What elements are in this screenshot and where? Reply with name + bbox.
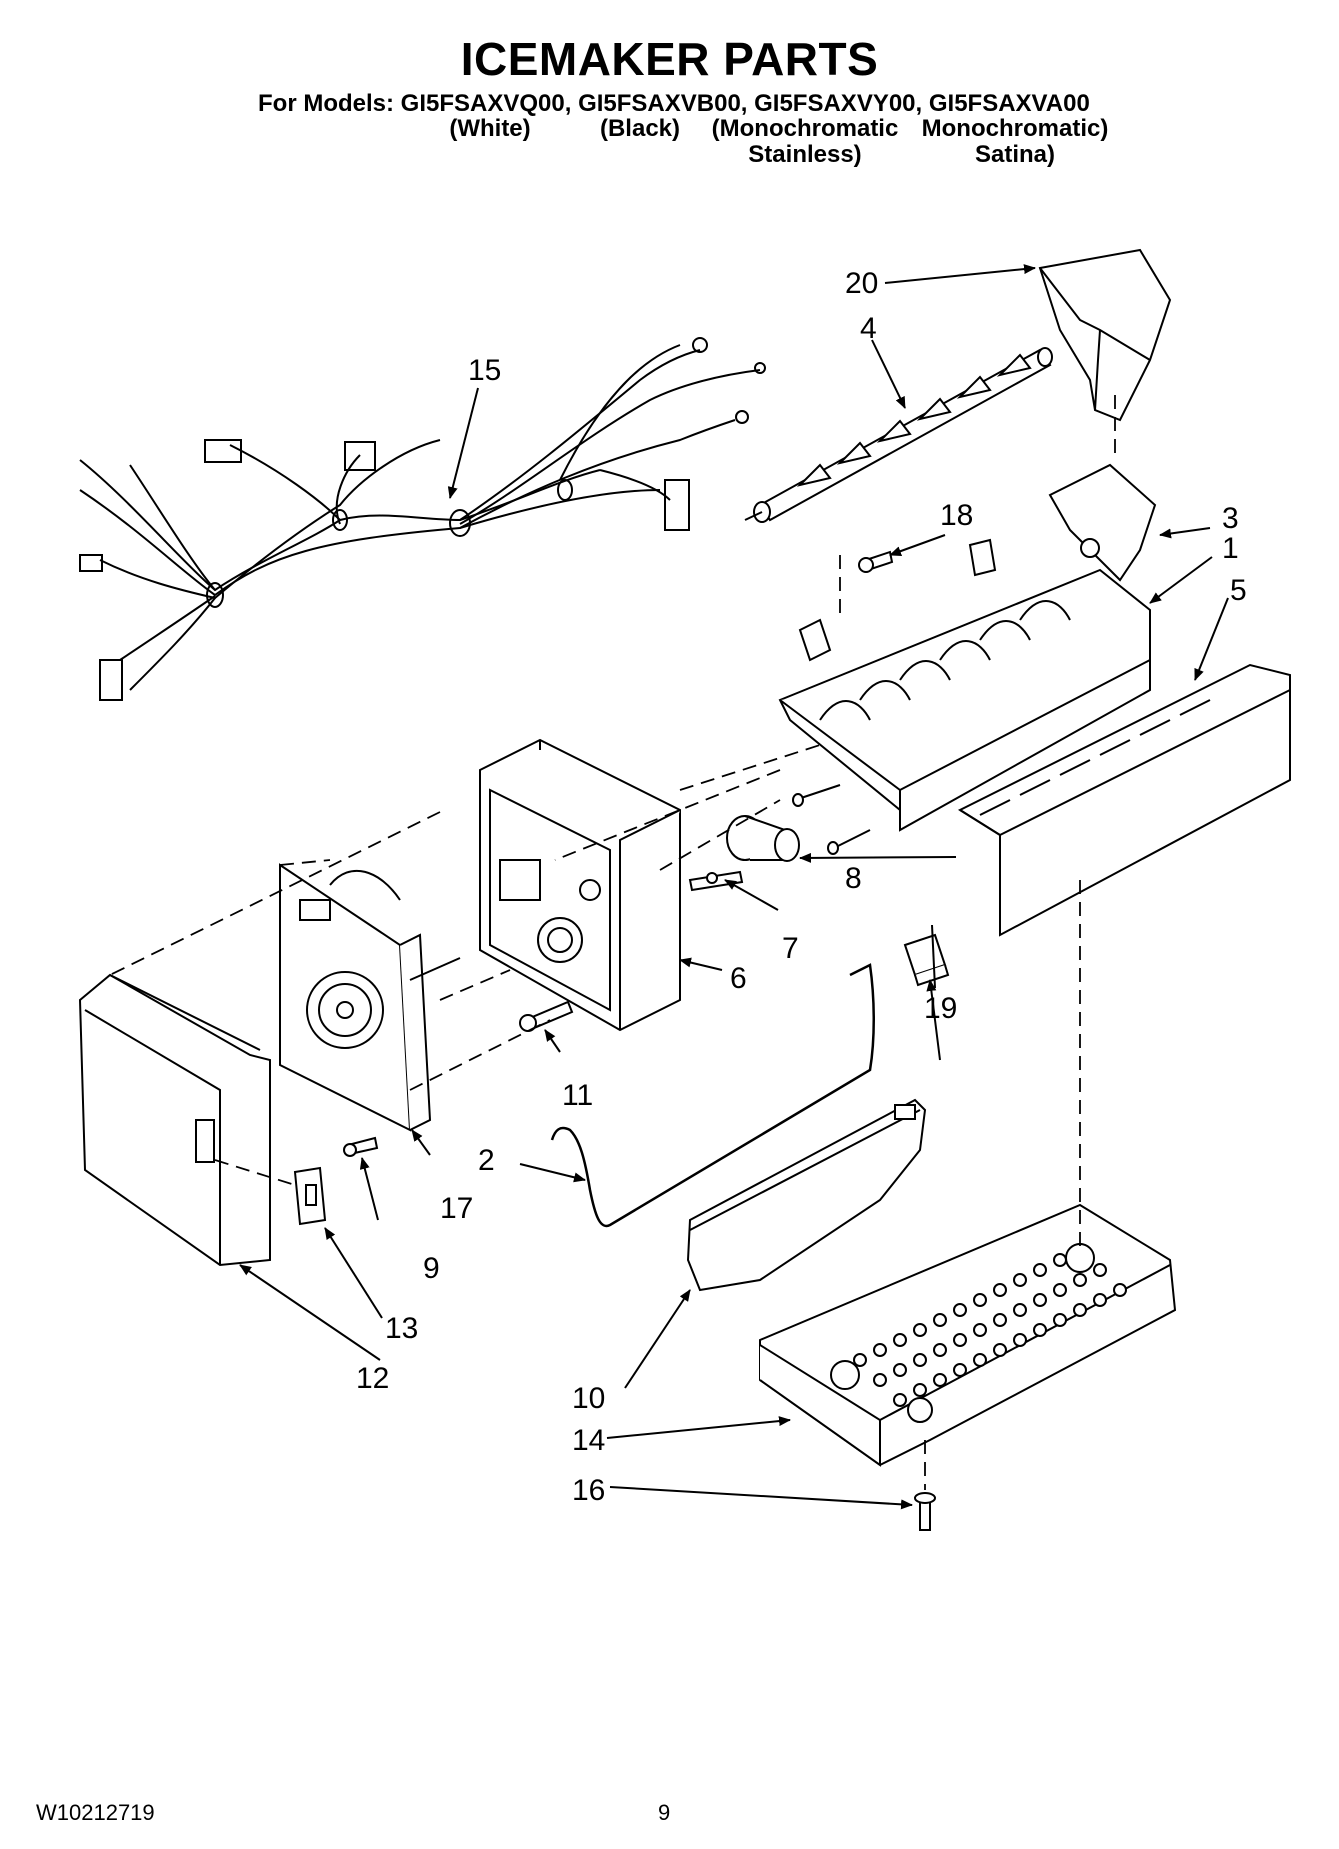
thermostat (726, 815, 800, 862)
callout-5: 5 (1230, 574, 1247, 607)
callout-9: 9 (423, 1252, 440, 1285)
mold-shield (957, 663, 1291, 937)
callout-labels: 1 2 3 4 5 6 7 8 9 10 11 12 13 14 15 16 1… (356, 267, 1247, 1507)
callout-20: 20 (845, 267, 878, 300)
callout-7: 7 (782, 932, 799, 965)
variant-stainless-line1: (Monochromatic (711, 115, 899, 142)
thermostat-bracket (688, 870, 744, 892)
screw-18 (858, 550, 894, 573)
shut-off-arm (550, 963, 875, 1228)
variant-satina-line1: Monochromatic) (921, 115, 1109, 142)
callout-19: 19 (924, 992, 957, 1025)
variant-black: (Black) (580, 116, 700, 142)
variant-black-line1: (Black) (599, 115, 681, 142)
variant-satina-line2: Satina) (974, 141, 1055, 168)
on-off-switch (293, 1166, 327, 1226)
page-title: ICEMAKER PARTS (460, 33, 879, 85)
bin-cover (686, 1098, 927, 1292)
fill-cup-bracket (1048, 463, 1157, 582)
motor-assembly (279, 863, 461, 1132)
screw-9 (343, 1136, 379, 1157)
callout-13: 13 (385, 1312, 418, 1345)
module-cover (78, 973, 271, 1267)
ejector (744, 347, 1053, 523)
mold (778, 538, 1151, 832)
heater-pins (792, 784, 871, 855)
variant-monochromatic-stainless: (Monochromatic Stainless) (710, 116, 900, 168)
callout-8: 8 (845, 862, 862, 895)
callout-11: 11 (562, 1079, 593, 1112)
callout-16: 16 (572, 1474, 605, 1507)
variant-stainless-line2: Stainless) (748, 141, 862, 168)
retainer-clip (903, 933, 950, 987)
fill-cup (1038, 248, 1172, 422)
models-line: For Models: GI5FSAXVQ00, GI5FSAXVB00, GI… (258, 90, 1090, 117)
variant-white-line1: (White) (449, 115, 531, 142)
variant-monochromatic-satina: Monochromatic) Satina) (915, 116, 1115, 168)
document-number: W10212719 (36, 1800, 155, 1825)
callout-3: 3 (1222, 502, 1239, 535)
callout-15: 15 (468, 354, 501, 387)
wire-harness (79, 337, 766, 701)
callout-1: 1 (1222, 532, 1239, 565)
callout-2: 2 (478, 1144, 495, 1177)
leader-arrows (239, 264, 1229, 1510)
callout-17: 17 (440, 1192, 473, 1225)
callout-12: 12 (356, 1362, 389, 1395)
screw-11 (519, 1000, 574, 1032)
callout-18: 18 (940, 499, 973, 532)
alignment-lines (109, 395, 1116, 1490)
page-number: 9 (658, 1800, 671, 1825)
variant-white: (White) (430, 116, 550, 142)
callout-4: 4 (860, 312, 877, 345)
callout-6: 6 (730, 962, 747, 995)
screw-16 (914, 1492, 936, 1531)
module-housing (479, 738, 681, 1032)
ice-bin-base (759, 1203, 1177, 1467)
callout-14: 14 (572, 1424, 605, 1457)
callout-10: 10 (572, 1382, 605, 1415)
